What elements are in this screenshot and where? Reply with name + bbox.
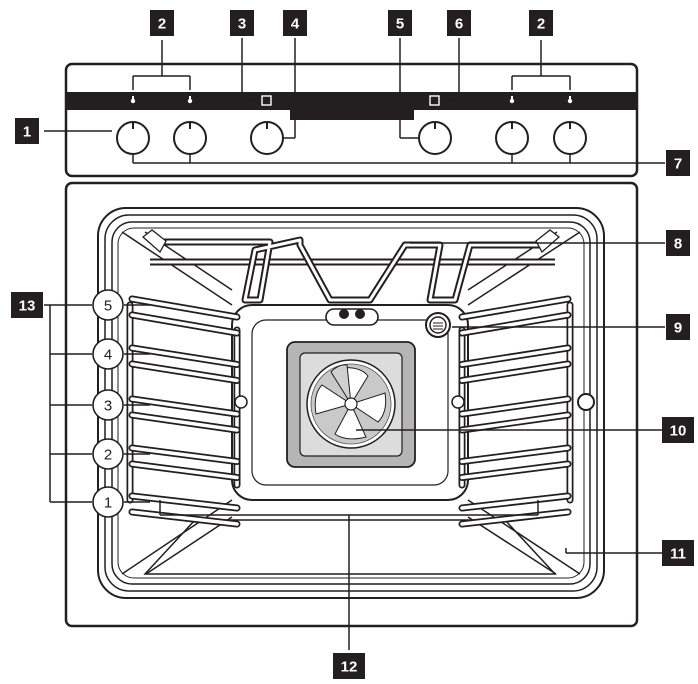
shelf-level-numbers: 5 4 3 2 1 (92, 289, 124, 518)
callout-text: 6 (455, 16, 463, 33)
callout-text: 5 (396, 16, 404, 33)
callout-9: 9 (666, 314, 690, 340)
callout-12: 12 (333, 653, 365, 679)
callout-6: 6 (447, 10, 471, 36)
shelf-level-5: 5 (92, 289, 124, 321)
callout-text: 7 (674, 156, 682, 173)
callout-text: 1 (23, 124, 31, 141)
callout-11: 11 (662, 540, 694, 566)
callout-5: 5 (388, 10, 412, 36)
callout-2-b: 2 (529, 10, 553, 36)
callout-text: 12 (341, 659, 358, 676)
callout-text: 4 (291, 16, 300, 33)
callout-4: 4 (283, 10, 307, 36)
panel-strip (66, 92, 637, 110)
callout-1: 1 (15, 118, 39, 144)
callout-text: 11 (670, 546, 686, 563)
callout-text: 2 (158, 16, 166, 33)
shelf-level-2: 2 (92, 438, 124, 470)
shelf-level-text: 1 (104, 495, 112, 512)
callout-text: 13 (19, 298, 36, 315)
fan-cover (286, 341, 416, 468)
shelf-rails (128, 295, 572, 528)
shelf-level-text: 2 (104, 447, 112, 464)
shelf-level-3: 3 (92, 389, 124, 421)
shelf-level-1: 1 (92, 486, 124, 518)
callout-10: 10 (662, 417, 694, 443)
shelf-level-text: 3 (104, 398, 112, 415)
callout-text: 2 (537, 16, 545, 33)
callout-3: 3 (230, 10, 254, 36)
callout-text: 10 (670, 423, 687, 440)
leader-lines (44, 38, 665, 650)
shelf-level-4: 4 (92, 338, 124, 370)
callout-13: 13 (11, 292, 43, 318)
oven-lamp (425, 312, 451, 338)
callout-text: 3 (238, 16, 246, 33)
top-heating-element (141, 229, 561, 326)
control-panel (64, 62, 639, 178)
shelf-level-text: 4 (104, 347, 112, 364)
callout-2: 2 (150, 10, 174, 36)
callout-text: 9 (674, 320, 682, 337)
callout-text: 8 (674, 236, 682, 253)
callout-8: 8 (666, 230, 690, 256)
shelf-level-text: 5 (104, 298, 112, 315)
callout-7: 7 (666, 150, 690, 176)
